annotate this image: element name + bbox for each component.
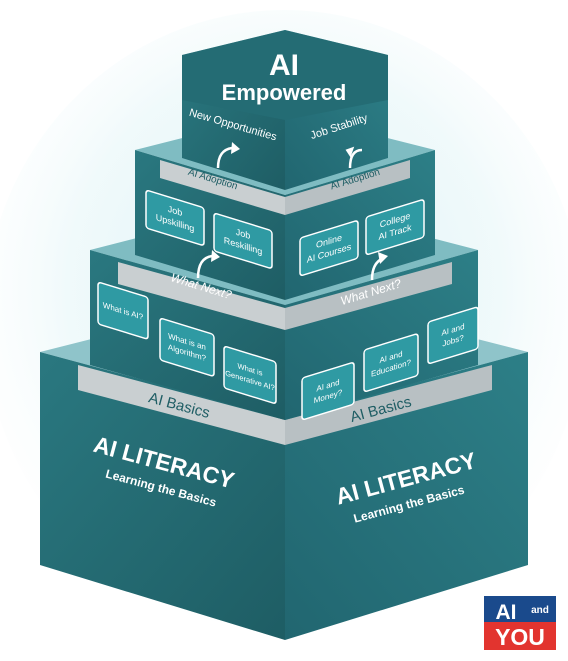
- level2-box-reskilling-line1: Job: [236, 227, 250, 241]
- level2-box-upskilling-line1: Job: [168, 204, 182, 218]
- level2-right-boxes: Online AI Courses College AI Track: [299, 199, 425, 277]
- top-title-line2: Empowered: [222, 80, 347, 105]
- level3-right-boxes: AI and Money? AI and Education? AI and J…: [301, 306, 479, 421]
- logo-word-ai: AI: [496, 601, 517, 624]
- level3-left-boxes: What is AI? What is an Algorithm? What i…: [97, 281, 277, 404]
- logo-word-you: YOU: [495, 624, 545, 650]
- top-title-line1: AI: [269, 49, 299, 82]
- level2-left-boxes: Job Upskilling Job Reskilling: [145, 189, 273, 269]
- arrow-up-right-icon: [348, 148, 363, 169]
- top-tier: [182, 30, 388, 190]
- ai-and-you-logo: AI and YOU: [484, 596, 556, 650]
- arrow-up-left-icon: [196, 254, 213, 279]
- logo-word-and: and: [531, 605, 549, 616]
- arrow-up-left-icon: [216, 146, 233, 169]
